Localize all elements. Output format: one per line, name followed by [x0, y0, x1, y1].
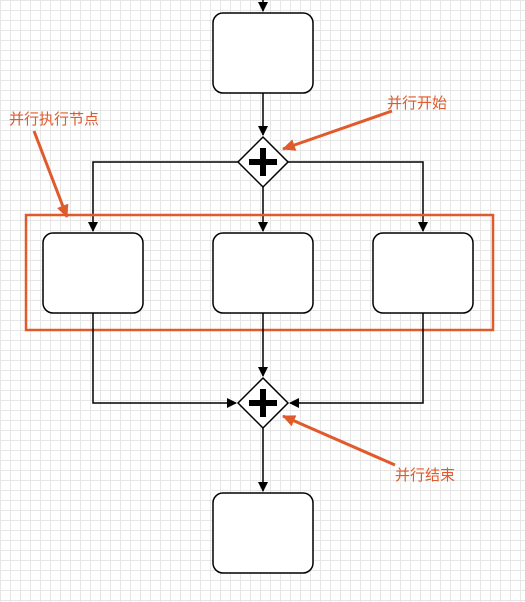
plus-icon — [249, 389, 277, 417]
parallel-fork-gateway[interactable] — [236, 135, 290, 189]
task-parallel-left[interactable] — [42, 232, 144, 314]
edge-fork-to-left — [88, 161, 238, 232]
annotation-parallel-end: 并行结束 — [395, 466, 455, 484]
annotation-arrow-parallel-start — [282, 109, 393, 151]
task-top[interactable] — [212, 12, 314, 94]
annotation-parallel-start: 并行开始 — [387, 94, 447, 112]
parallel-join-gateway[interactable] — [236, 376, 290, 430]
plus-icon — [249, 148, 277, 176]
task-parallel-right[interactable] — [372, 232, 474, 314]
edge-right-to-join — [289, 313, 424, 408]
annotation-parallel-nodes: 并行执行节点 — [9, 110, 99, 128]
annotation-arrow-parallel-nodes — [32, 130, 69, 218]
task-bottom[interactable] — [212, 492, 314, 574]
annotation-arrow-parallel-end — [282, 414, 396, 467]
task-parallel-middle[interactable] — [212, 232, 314, 314]
edge-fork-to-right — [288, 161, 428, 232]
parallel-nodes-highlight — [24, 213, 495, 332]
edge-left-to-join — [92, 313, 237, 408]
